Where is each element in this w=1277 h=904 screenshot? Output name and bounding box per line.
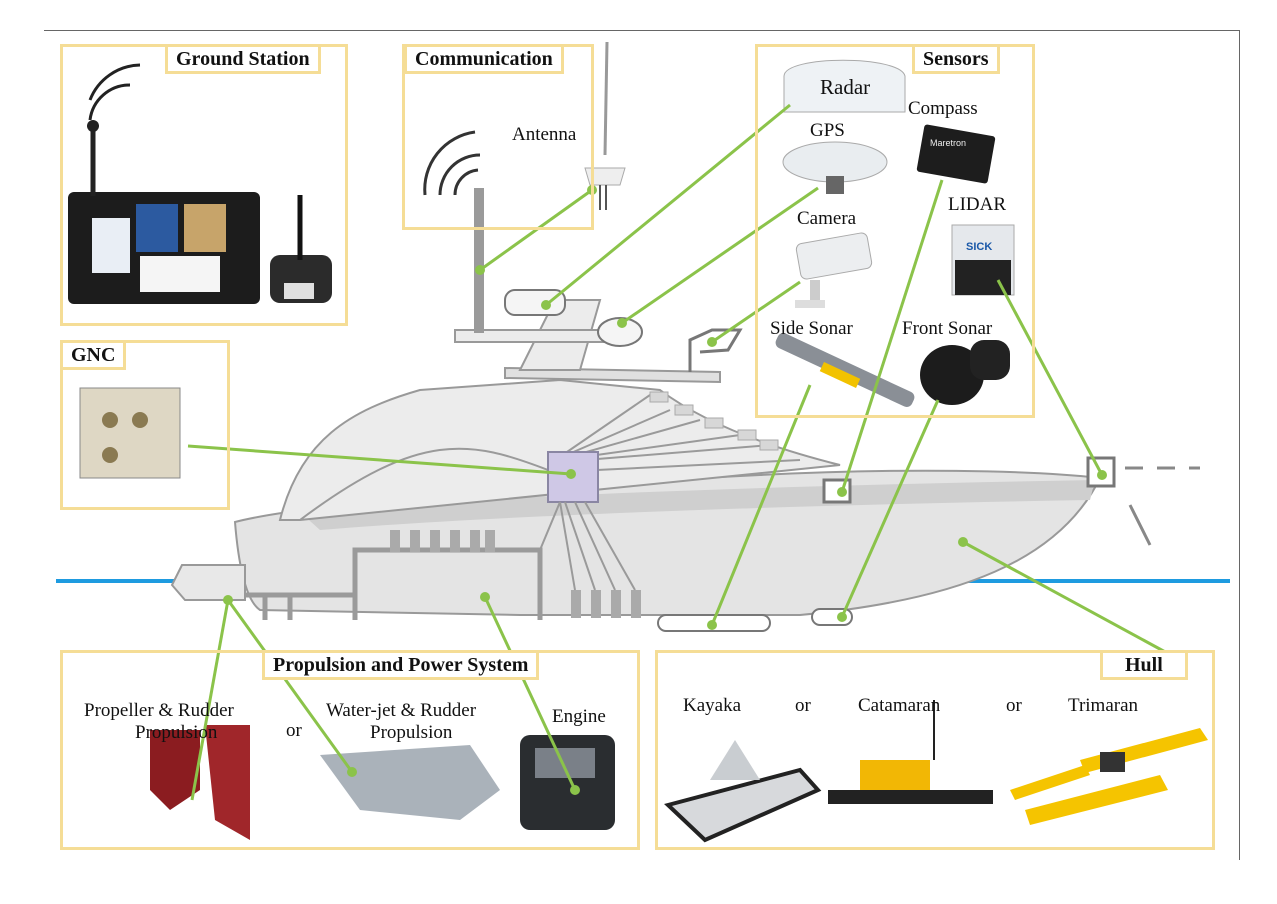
- gps-label: GPS: [810, 120, 845, 141]
- compass-label: Compass: [908, 98, 978, 119]
- propeller-label-line1: Propeller & Rudder: [84, 700, 234, 721]
- gnc-panel: [60, 340, 230, 510]
- sensors-title: Sensors: [912, 44, 1000, 74]
- lidar-device: [951, 224, 1015, 296]
- sensor-drops: [539, 501, 636, 591]
- power-blocks: [390, 530, 495, 552]
- propulsion-title: Propulsion and Power System: [262, 650, 540, 680]
- sensor-blocks: [571, 590, 641, 618]
- connectors: [187, 103, 1181, 801]
- propeller-label-line2: Propulsion: [135, 722, 218, 743]
- gps-dome: [597, 317, 643, 347]
- propeller-rudder-device: [150, 725, 250, 840]
- cabin-roof: [504, 366, 721, 384]
- or-label-1: or: [795, 695, 811, 716]
- catamaran-device: [828, 700, 993, 804]
- figure-frame: [44, 30, 1240, 860]
- or-label-2: or: [1006, 695, 1022, 716]
- ground-station-signal: [88, 63, 141, 196]
- waterjet-device: [320, 745, 500, 820]
- ground-station-case: [68, 192, 260, 304]
- antenna-label: Antenna: [512, 124, 577, 145]
- kayaka-device: [664, 740, 822, 843]
- gnc-title: GNC: [60, 340, 127, 370]
- trimaran-device: [1010, 728, 1208, 825]
- engine-device: [520, 735, 615, 830]
- gnc-device: [79, 387, 181, 479]
- side-sonar-device: [775, 333, 915, 407]
- compass-device: [916, 124, 996, 184]
- waterjet-label-line1: Water-jet & Rudder: [326, 700, 477, 721]
- radar-label: Radar: [820, 75, 871, 99]
- ground-station-panel: [60, 44, 348, 326]
- hull-panel: [655, 650, 1215, 850]
- cabin: [278, 378, 841, 521]
- remote-controller: [270, 195, 332, 303]
- propulsion-panel: [60, 650, 640, 850]
- camera-label: Camera: [797, 208, 857, 229]
- power-wiring: [245, 547, 543, 620]
- hull-title: Hull: [1100, 650, 1188, 680]
- sensors-panel: [755, 44, 1035, 418]
- lidar-label: LIDAR: [948, 194, 1007, 215]
- or-label-propulsion: or: [286, 720, 302, 741]
- compass-brand: Maretron: [930, 138, 967, 148]
- front-sonar-label: Front Sonar: [902, 318, 993, 339]
- catamaran-label: Catamaran: [858, 695, 941, 716]
- side-sonar-label: Side Sonar: [770, 318, 853, 339]
- connector-dots: [223, 185, 1107, 795]
- communication-signal: [423, 130, 481, 196]
- camera-device: [795, 232, 873, 308]
- trimaran-label: Trimaran: [1068, 695, 1139, 716]
- waterjet-label-line2: Propulsion: [370, 722, 453, 743]
- lidar-brand: SICK: [966, 241, 993, 253]
- antenna-device: [584, 41, 626, 210]
- kayaka-label: Kayaka: [683, 695, 742, 716]
- front-sonar-device: [920, 340, 1010, 405]
- stern-motor: [170, 564, 246, 601]
- engine-label: Engine: [552, 706, 606, 727]
- radar-device: [783, 59, 906, 113]
- radar-dome: [504, 289, 566, 316]
- antenna-mast: [474, 188, 484, 333]
- camera-mount: [688, 328, 743, 372]
- gps-device: [782, 141, 888, 194]
- communication-title: Communication: [404, 44, 564, 74]
- ground-station-title: Ground Station: [165, 44, 321, 74]
